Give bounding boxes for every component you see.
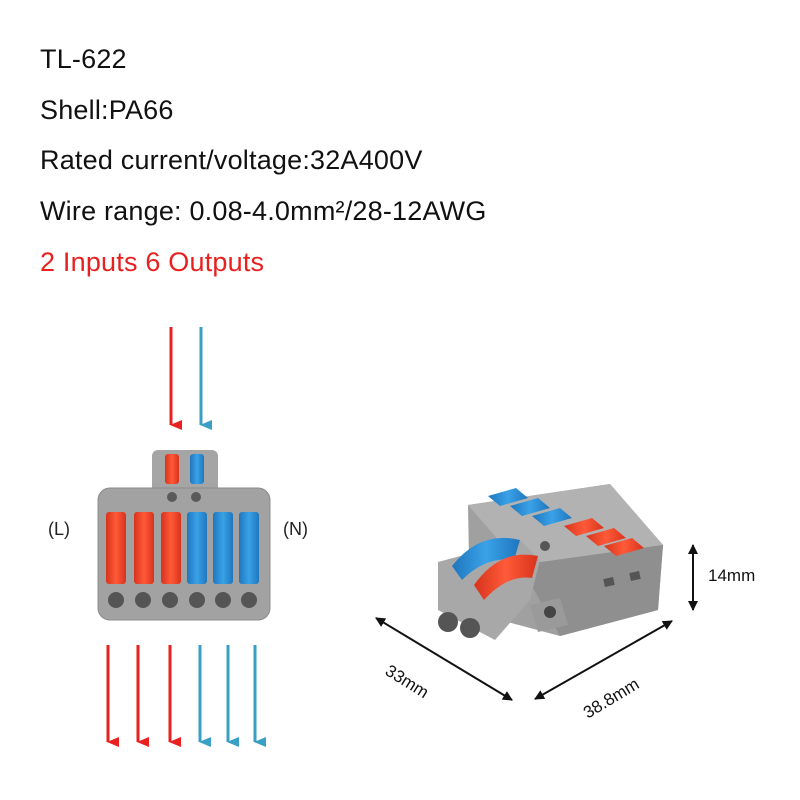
connector-iso-view [438, 484, 663, 640]
dimension-arrow-width [534, 620, 673, 700]
shell-material: Shell:PA66 [40, 95, 174, 125]
neutral-label: (N) [283, 519, 308, 539]
model-number: TL-622 [40, 44, 127, 74]
connector-front-view [97, 450, 271, 621]
inputs-outputs: 2 Inputs 6 Outputs [40, 247, 265, 277]
wire-range: Wire range: 0.08-4.0mm²/28-12AWG [40, 196, 487, 226]
dimension-arrow-depth [375, 617, 513, 701]
live-label: (L) [48, 519, 70, 539]
rated-current-voltage: Rated current/voltage:32A400V [40, 145, 423, 175]
dimension-height-label: 14mm [708, 566, 756, 585]
